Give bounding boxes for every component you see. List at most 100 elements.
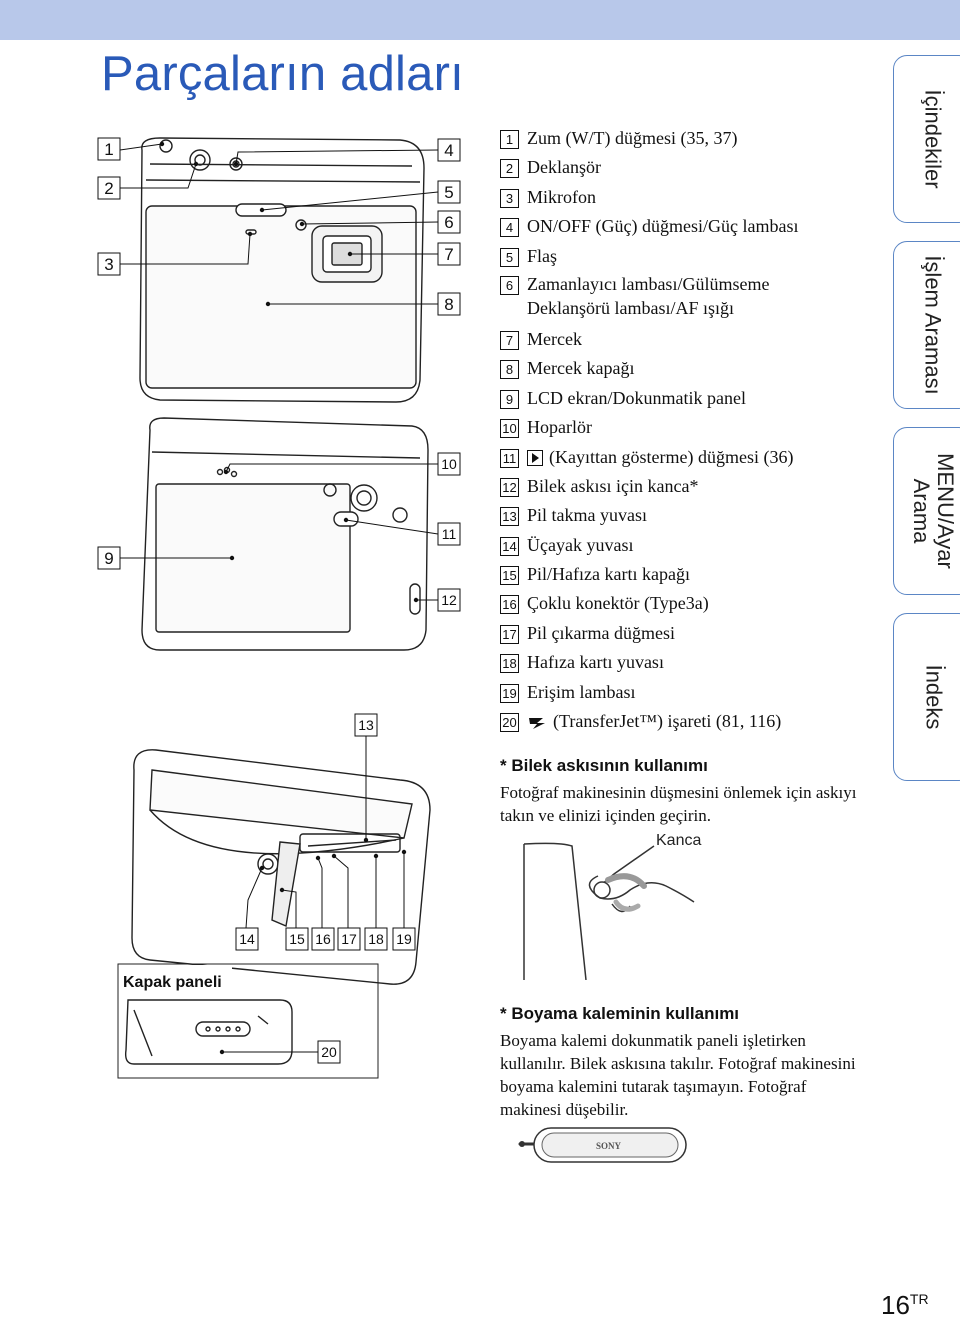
tab-contents-label: İçindekiler <box>921 89 947 189</box>
pen-note-heading: * Boyama kaleminin kullanımı <box>500 1004 740 1023</box>
svg-text:6: 6 <box>444 213 453 232</box>
list-item: 13 Pil takma yuvası <box>500 501 827 530</box>
svg-text:2: 2 <box>104 179 113 198</box>
callout-9: 9 <box>97 546 121 570</box>
part-label: Mercek <box>527 328 582 349</box>
part-label: ON/OFF (Güç) düğmesi/Güç lambası <box>527 216 799 237</box>
part-label: (TransferJet™) işareti (81, 116) <box>553 711 782 732</box>
list-item: 15 Pil/Hafıza kartı kapağı <box>500 560 827 589</box>
tab-operation-search-label: İşlem Araması <box>921 255 946 395</box>
pen-note: * Boyama kaleminin kullanımı Boyama kale… <box>500 1002 860 1121</box>
tab-menu-settings-search-label: MENU/Ayar Arama <box>909 453 959 569</box>
part-label: Mikrofon <box>527 186 596 207</box>
part-number: 14 <box>500 536 519 556</box>
cover-panel-box <box>117 963 379 1079</box>
svg-text:19: 19 <box>396 931 412 947</box>
list-item: 4 ON/OFF (Güç) düğmesi/Güç lambası <box>500 212 827 241</box>
callout-15: 15 <box>285 927 309 951</box>
svg-text:7: 7 <box>444 245 453 264</box>
tab-index-label: İndeks <box>920 664 946 730</box>
af-illuminator <box>295 219 307 231</box>
part-label: Pil çıkarma düğmesi <box>527 622 675 643</box>
part-number: 19 <box>500 683 519 703</box>
hook-label: Kanca <box>656 832 702 849</box>
callout-7: 7 <box>437 242 461 266</box>
callout-6: 6 <box>437 210 461 234</box>
svg-text:16: 16 <box>315 931 331 947</box>
callout-20: 20 <box>317 1040 341 1064</box>
list-item: 17 Pil çıkarma düğmesi <box>500 619 827 648</box>
battery-cover <box>271 841 301 927</box>
flash-window <box>235 203 287 217</box>
power-button <box>229 157 243 171</box>
list-item: 20(TransferJet™) işareti (81, 116) <box>500 707 827 736</box>
page-number: 16TR <box>881 1290 929 1321</box>
callout-16: 16 <box>311 927 335 951</box>
pen-brand-logo: SONY <box>596 1141 622 1151</box>
part-number: 4 <box>500 218 519 238</box>
transferjet-icon <box>527 710 547 739</box>
transferjet-cover <box>124 999 293 1065</box>
strap-hook <box>392 507 408 523</box>
shutter-button <box>189 149 211 171</box>
callout-19: 19 <box>392 927 416 951</box>
part-number: 8 <box>500 360 519 380</box>
part-label: Flaş <box>527 245 558 266</box>
cover-panel-label: Kapak paneli <box>123 974 222 991</box>
callout-10: 10 <box>437 452 461 476</box>
tab-menu-settings-search[interactable]: MENU/Ayar Arama <box>893 427 960 595</box>
svg-text:17: 17 <box>341 931 357 947</box>
part-label: Pil/Hafıza kartı kapağı <box>527 564 690 585</box>
tab-operation-search[interactable]: İşlem Araması <box>893 241 960 409</box>
callout-8: 8 <box>437 292 461 316</box>
svg-text:11: 11 <box>442 526 457 542</box>
pen-note-text: Boyama kalemi dokunmatik paneli işletirk… <box>500 1031 856 1119</box>
callout-14: 14 <box>235 927 259 951</box>
callout-11: 11 <box>437 522 461 546</box>
part-number: 18 <box>500 654 519 674</box>
tab-index[interactable]: İndeks <box>893 613 960 781</box>
part-label: Pil takma yuvası <box>527 505 647 526</box>
part-number: 13 <box>500 507 519 527</box>
header-bar <box>0 0 960 40</box>
part-number: 17 <box>500 624 519 644</box>
svg-text:9: 9 <box>104 549 113 568</box>
svg-text:12: 12 <box>441 592 457 608</box>
back-shutter <box>350 484 378 512</box>
part-label: Mercek kapağı <box>527 358 635 379</box>
page-language-suffix: TR <box>909 1291 929 1307</box>
svg-text:4: 4 <box>444 141 453 160</box>
callout-5: 5 <box>437 180 461 204</box>
list-item: 8 Mercek kapağı <box>500 354 827 383</box>
playback-button <box>333 511 359 527</box>
paint-pen-illustration: SONY <box>518 1127 687 1163</box>
svg-text:10: 10 <box>441 456 457 472</box>
strap-note-text: Fotoğraf makinesinin düşmesini önlemek i… <box>500 783 857 825</box>
svg-text:14: 14 <box>239 931 255 947</box>
list-item: 18 Hafıza kartı yuvası <box>500 648 827 677</box>
part-number: 12 <box>500 477 519 497</box>
part-label: Deklanşör <box>527 157 601 178</box>
part-label: Erişim lambası <box>527 681 636 702</box>
part-label: Çoklu konektör (Type3a) <box>527 593 709 614</box>
tab-contents[interactable]: İçindekiler <box>893 55 960 223</box>
callout-17: 17 <box>337 927 361 951</box>
play-icon <box>527 446 543 475</box>
camera-front-body <box>139 137 425 403</box>
callout-3: 3 <box>97 252 121 276</box>
part-label: Hafıza kartı yuvası <box>527 652 664 673</box>
callout-2: 2 <box>97 176 121 200</box>
camera-back-body <box>141 417 429 651</box>
part-number: 15 <box>500 566 519 586</box>
